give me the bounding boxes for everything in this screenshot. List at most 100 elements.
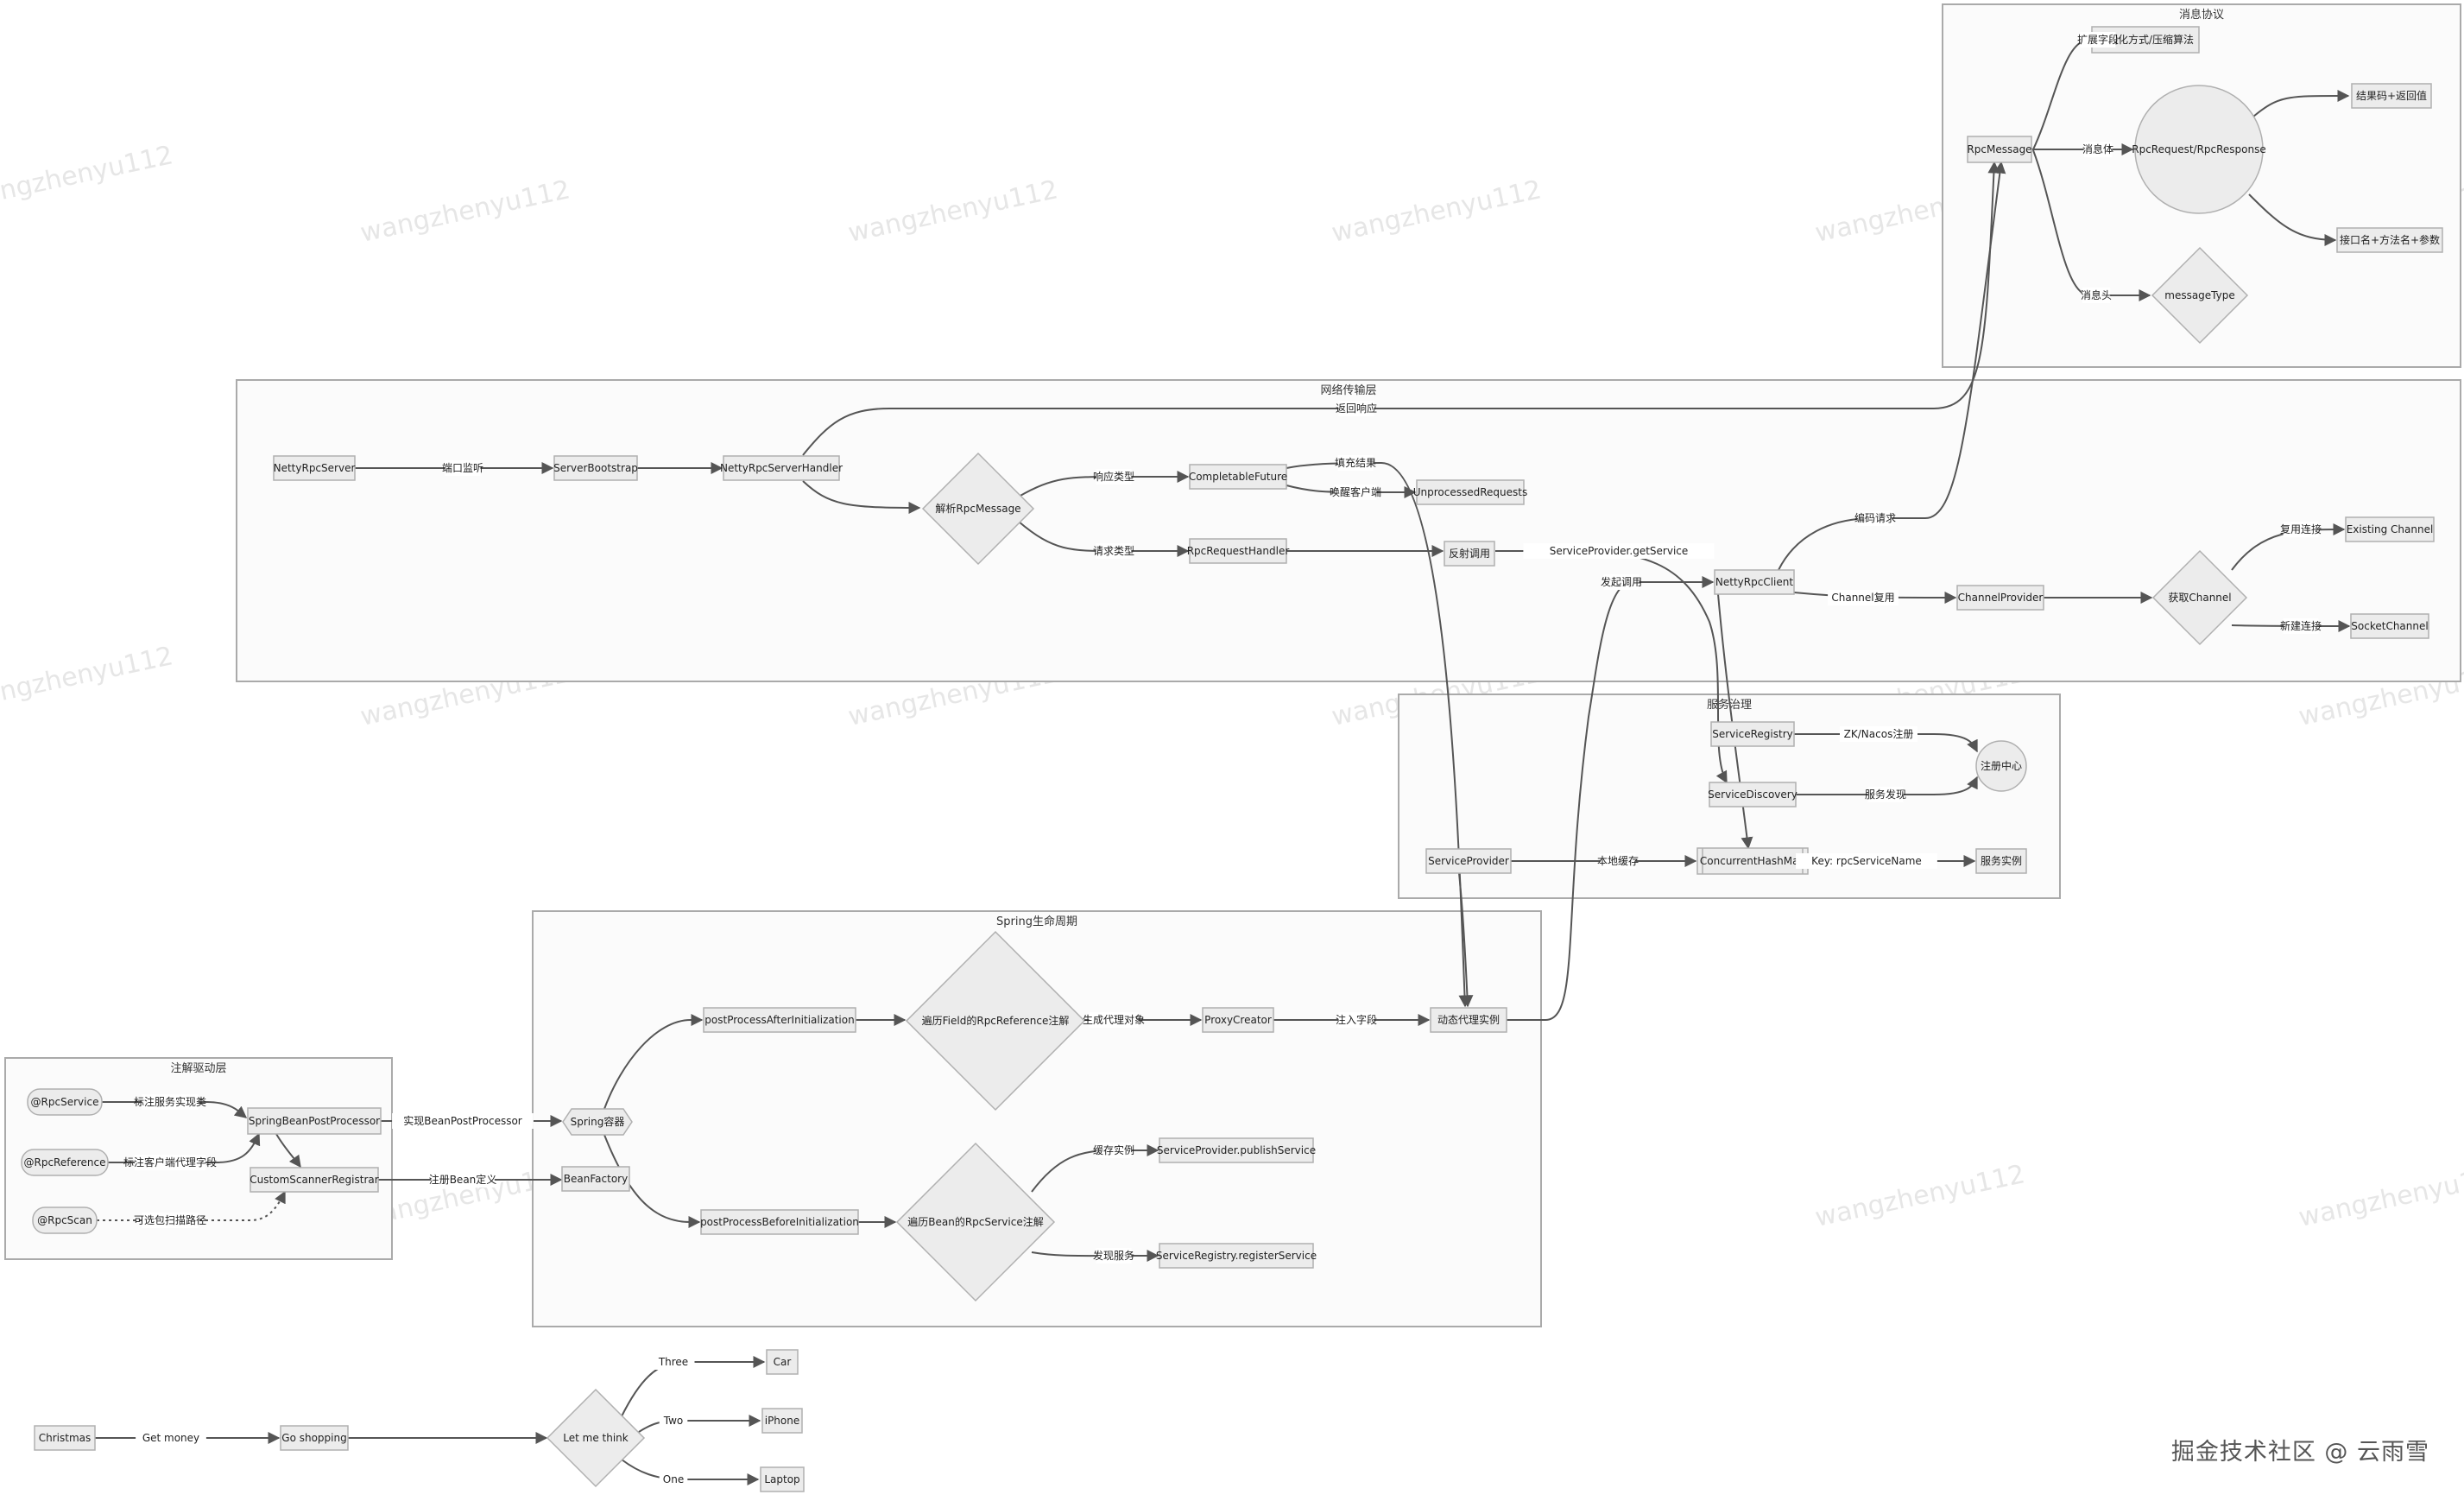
node-RegCenter[interactable]: 注册中心 <box>1975 740 2027 792</box>
edge-label: 编码请求 <box>1854 511 1896 524</box>
node-label: CompletableFuture <box>1189 471 1287 483</box>
node-UnprocessedRequests[interactable]: UnprocessedRequests <box>1413 479 1528 505</box>
edge-label-bg <box>659 1413 688 1428</box>
edge-label-bg <box>1338 401 1374 416</box>
node-PublishService[interactable]: ServiceProvider.publishService <box>1157 1137 1316 1163</box>
edge-LetMeThink-to-iPhone <box>638 1415 761 1433</box>
node-RpcReqResp[interactable]: RpcRequest/RpcResponse <box>2132 85 2266 214</box>
node-box <box>34 1425 96 1451</box>
node-label: 接口名+方法名+参数 <box>2340 233 2440 246</box>
node-label: ProxyCreator <box>1204 1014 1272 1026</box>
node-GetChannel[interactable]: 获取Channel <box>2151 549 2248 646</box>
node-box <box>1202 1007 1274 1033</box>
node-ServiceDiscovery[interactable]: ServiceDiscovery <box>1708 782 1797 808</box>
node-PPAI[interactable]: postProcessAfterInitialization <box>703 1007 856 1033</box>
edge-label: 请求类型 <box>1093 545 1134 557</box>
node-ServiceInstance[interactable]: 服务实例 <box>1975 848 2027 874</box>
node-box <box>1714 569 1795 595</box>
node-box <box>553 455 638 481</box>
node-ProxyCreator[interactable]: ProxyCreator <box>1202 1007 1274 1033</box>
node-ServiceRegistry[interactable]: ServiceRegistry <box>1710 721 1795 747</box>
node-PPBI[interactable]: postProcessBeforeInitialization <box>700 1209 859 1235</box>
edge-label-layer: 扩展字段消息体消息头端口监听返回响应响应类型请求类型唤醒客户端填充结果Servi… <box>123 32 2322 1487</box>
node-RpcService[interactable]: @RpcService <box>27 1088 103 1116</box>
node-box <box>1189 538 1287 564</box>
node-RegisterService[interactable]: ServiceRegistry.registerService <box>1156 1243 1317 1269</box>
edge-label: Two <box>663 1415 684 1427</box>
node-box <box>723 455 840 481</box>
node-ChannelProvider[interactable]: ChannelProvider <box>1956 585 2044 611</box>
edge-label-bg <box>1796 853 1937 869</box>
node-RpcReference[interactable]: @RpcReference <box>21 1149 109 1176</box>
node-ConcurrentHashMap[interactable]: ConcurrentHashMap <box>1696 847 1809 875</box>
node-NettyRpcClient[interactable]: NettyRpcClient <box>1714 569 1795 595</box>
node-ExistingChannel[interactable]: Existing Channel <box>2345 516 2435 542</box>
node-label: 结果码+返回值 <box>2356 89 2427 102</box>
node-label: RpcRequestHandler <box>1187 545 1290 557</box>
node-box <box>760 1466 805 1492</box>
edge-label: 缓存实例 <box>1093 1143 1134 1156</box>
edge-DynProxy-to-NettyRpcClient <box>1507 576 1715 1021</box>
edge-label-bg <box>1603 574 1640 590</box>
node-label: SpringBeanPostProcessor <box>249 1115 380 1127</box>
node-BeanFactory[interactable]: BeanFactory <box>561 1166 630 1192</box>
node-DynProxy[interactable]: 动态代理实例 <box>1430 1007 1507 1033</box>
node-box <box>1416 479 1525 505</box>
edge-label-bg <box>1338 1012 1374 1028</box>
node-Reflect[interactable]: 反射调用 <box>1444 541 1495 567</box>
node-TraverseField[interactable]: 遍历Field的RpcReference注解 <box>905 930 1086 1112</box>
node-iPhone[interactable]: iPhone <box>761 1408 803 1434</box>
node-box <box>2351 83 2432 109</box>
node-label: ServiceRegistry <box>1712 728 1792 740</box>
edge-label: ServiceProvider.getService <box>1550 545 1689 557</box>
node-RpcScan[interactable]: @RpcScan <box>32 1206 98 1234</box>
node-CustomScannerRegistrar[interactable]: CustomScannerRegistrar <box>250 1167 379 1193</box>
node-box <box>761 1408 803 1434</box>
node-GoShopping[interactable]: Go shopping <box>280 1425 349 1451</box>
edge-label-bg <box>431 1172 495 1188</box>
node-box <box>1425 848 1512 874</box>
node-box <box>2345 516 2435 542</box>
node-box <box>2350 613 2429 639</box>
edge-label: 注册Bean定义 <box>429 1173 497 1186</box>
edge-SpringContainer-to-PPAI <box>603 1014 704 1110</box>
node-box <box>1444 541 1495 567</box>
node-ServerBootstrap[interactable]: ServerBootstrap <box>553 455 638 481</box>
node-SpringContainer[interactable]: Spring容器 <box>562 1108 633 1136</box>
node-label: @RpcReference <box>24 1156 106 1168</box>
node-ResultCode[interactable]: 结果码+返回值 <box>2351 83 2432 109</box>
node-SocketChannel[interactable]: SocketChannel <box>2350 613 2429 639</box>
node-NettyRpcServerHandler[interactable]: NettyRpcServerHandler <box>720 455 843 481</box>
node-Christmas[interactable]: Christmas <box>34 1425 96 1451</box>
node-TraverseBean[interactable]: 遍历Bean的RpcService注解 <box>895 1142 1056 1302</box>
edge-label-bg <box>652 1354 695 1370</box>
node-label: ChannelProvider <box>1958 592 2044 604</box>
node-CompletableFuture[interactable]: CompletableFuture <box>1189 464 1287 490</box>
node-RpcMessage[interactable]: RpcMessage <box>1967 136 2032 163</box>
node-label: Existing Channel <box>2347 523 2434 535</box>
node-label: 动态代理实例 <box>1437 1013 1500 1026</box>
node-rounded-box <box>27 1088 103 1116</box>
node-LetMeThink[interactable]: Let me think <box>546 1388 646 1488</box>
node-ParseMsg[interactable]: 解析RpcMessage <box>921 452 1035 566</box>
node-messageType[interactable]: messageType <box>2151 246 2249 345</box>
node-SpringBeanPostProcessor[interactable]: SpringBeanPostProcessor <box>247 1107 382 1135</box>
node-IfaceMethod[interactable]: 接口名+方法名+参数 <box>2336 227 2443 253</box>
node-RpcRequestHandler[interactable]: RpcRequestHandler <box>1187 538 1290 564</box>
node-label: @RpcService <box>31 1096 99 1108</box>
edge-NettyRpcServerHandler-to-ParseMsg <box>802 480 921 514</box>
node-ServiceProvider[interactable]: ServiceProvider <box>1425 848 1512 874</box>
node-diamond <box>2151 549 2248 646</box>
edge-label: 标注客户端代理字段 <box>123 1156 217 1168</box>
node-box <box>1430 1007 1507 1033</box>
node-box <box>247 1107 382 1135</box>
edge-label: 端口监听 <box>442 462 483 474</box>
node-Laptop[interactable]: Laptop <box>760 1466 805 1492</box>
node-Car[interactable]: Car <box>766 1349 799 1375</box>
node-box <box>273 455 356 481</box>
edge-label: 消息头 <box>2081 288 2112 301</box>
edge-label-bg <box>1867 787 1904 802</box>
node-label: NettyRpcServerHandler <box>720 462 843 474</box>
node-label: postProcessAfterInitialization <box>704 1014 854 1026</box>
node-NettyRpcServer[interactable]: NettyRpcServer <box>273 455 356 481</box>
